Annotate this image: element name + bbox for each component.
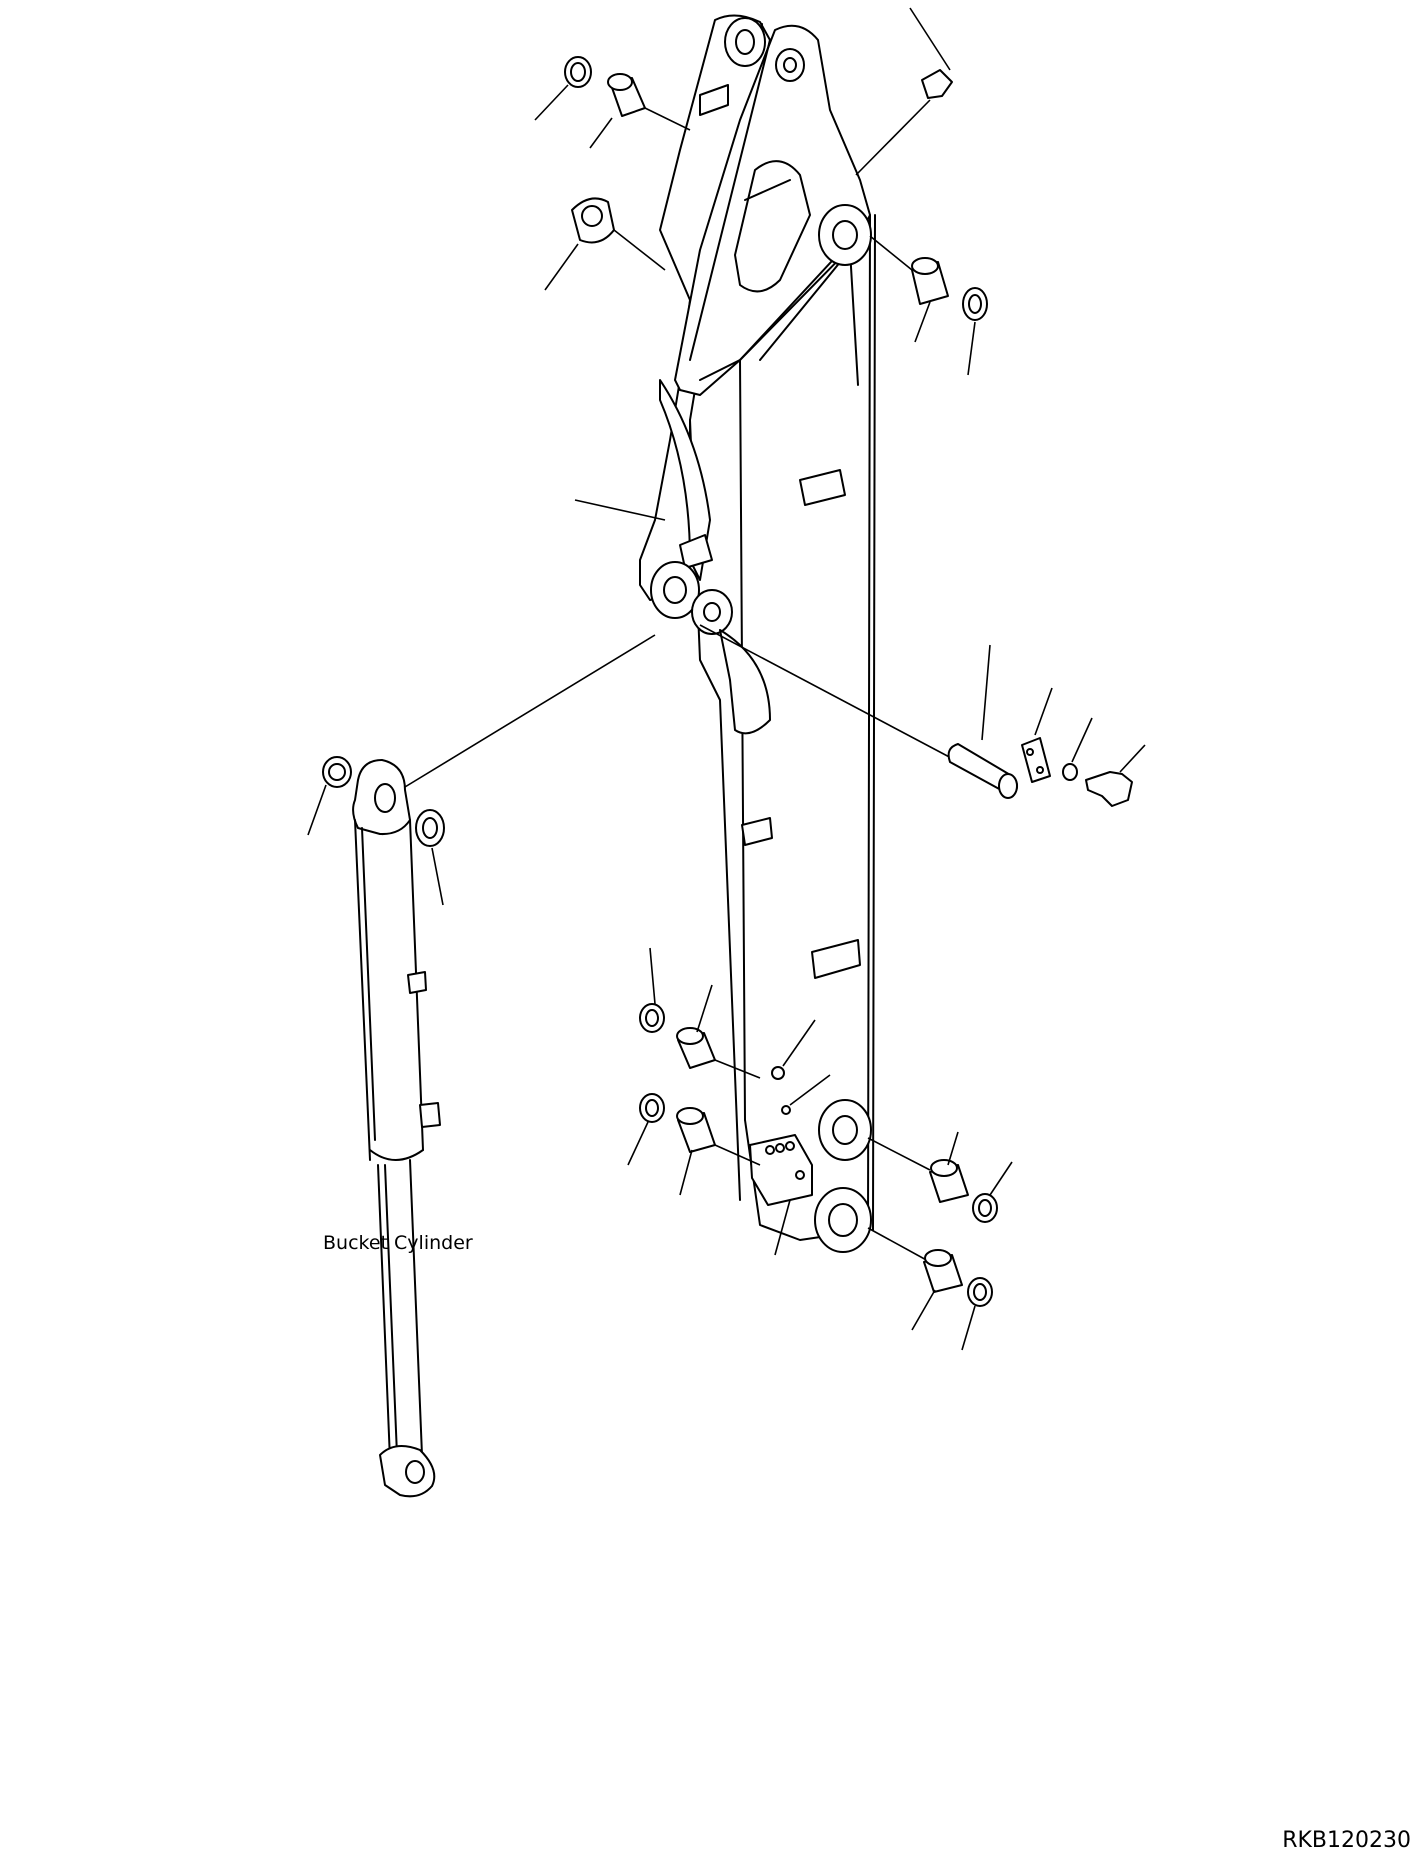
cyl-washer-right — [415, 809, 445, 847]
top-parts — [534, 7, 988, 521]
cyl-head-eye — [352, 759, 411, 836]
grease-nipple-top — [921, 69, 953, 99]
arm-inner-web — [659, 379, 711, 581]
ring-lower-right-2 — [967, 1277, 993, 1307]
cyl-washer-left — [322, 756, 352, 788]
nut-top — [571, 197, 615, 244]
washer-pin — [1062, 763, 1078, 781]
bucket-cylinder — [307, 756, 445, 1498]
arm-tab-2 — [741, 817, 773, 846]
arm-assembly — [639, 14, 876, 1253]
ring-top-right — [962, 287, 988, 321]
pin-stopper-plate — [1021, 737, 1051, 783]
cyl-rod-eye — [379, 1445, 436, 1498]
arm-outer-edge — [867, 214, 871, 1231]
drawing-code: RKB120230 — [1282, 1828, 1411, 1853]
lower-parts — [627, 947, 1013, 1351]
pin-assembly — [399, 624, 1146, 807]
ring-lower-right-1 — [972, 1193, 998, 1223]
arm-tab-1 — [799, 469, 846, 506]
cyl-rod — [377, 1159, 423, 1461]
bucket-cylinder-label: Bucket Cylinder — [323, 1232, 473, 1254]
ring-top-left — [564, 56, 592, 88]
arm-slot — [734, 160, 811, 293]
ring-lower-left-1 — [639, 1003, 665, 1033]
ring-lower-left-2 — [639, 1093, 665, 1123]
grease-block — [749, 1134, 813, 1206]
bolt-pin — [1085, 771, 1133, 807]
arm-tab-3 — [811, 939, 861, 979]
